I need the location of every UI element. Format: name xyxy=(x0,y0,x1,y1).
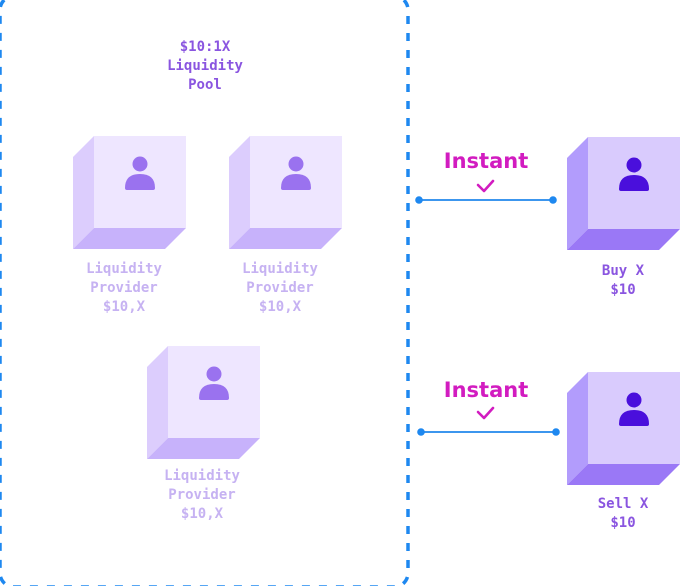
connector-dot-start xyxy=(415,196,423,204)
instant-label-buy: Instant xyxy=(443,149,529,173)
check-icon xyxy=(476,406,495,420)
pool-title-line: $10:1X xyxy=(179,39,231,55)
pool-title-line: Liquidity xyxy=(167,58,243,74)
user-icon-body xyxy=(125,174,155,190)
trade-amount: $10 xyxy=(610,515,636,531)
cube-side-face xyxy=(567,137,588,250)
provider-role: Liquidity xyxy=(86,261,162,277)
cube-bottom-face xyxy=(567,229,680,250)
pool-title-line: Pool xyxy=(188,77,222,93)
trade-action: Sell X xyxy=(597,496,649,512)
cube-side-face xyxy=(73,136,94,249)
cube-bottom-face xyxy=(147,438,260,459)
user-icon xyxy=(619,392,649,426)
cube-side-face xyxy=(229,136,250,249)
user-icon-head xyxy=(206,366,222,382)
instant-label-sell: Instant xyxy=(443,378,529,402)
trade-action: Buy X xyxy=(601,263,645,279)
provider-cube-1 xyxy=(73,136,186,249)
provider-role: Provider xyxy=(246,280,314,296)
cube-side-face xyxy=(567,372,588,485)
trader-cube-sell xyxy=(567,372,680,485)
liquidity-pool-boundary xyxy=(0,0,410,586)
provider-cube-3 xyxy=(147,346,260,459)
trade-amount: $10 xyxy=(610,282,636,298)
check-icon xyxy=(476,179,495,193)
cube-bottom-face xyxy=(73,228,186,249)
provider-role: Provider xyxy=(90,280,158,296)
connector-dot-end xyxy=(549,196,557,204)
connector-dot-end xyxy=(552,428,560,436)
provider-role: Liquidity xyxy=(242,261,318,277)
provider-holding: $10,X xyxy=(258,299,302,315)
connector-sell xyxy=(417,406,560,436)
user-icon-body xyxy=(199,384,229,400)
connector-dot-start xyxy=(417,428,425,436)
provider-holding: $10,X xyxy=(102,299,146,315)
user-icon-body xyxy=(619,175,649,191)
provider-role: Liquidity xyxy=(164,468,240,484)
provider-label-1: Liquidity Provider $10,X xyxy=(86,260,162,317)
connector-buy xyxy=(415,179,557,204)
user-icon-body xyxy=(619,410,649,426)
provider-cube-2 xyxy=(229,136,342,249)
user-icon-head xyxy=(626,392,642,408)
cube-bottom-face xyxy=(229,228,342,249)
user-icon-head xyxy=(288,156,304,172)
provider-holding: $10,X xyxy=(180,506,224,522)
trader-cube-buy xyxy=(567,137,680,250)
cube-bottom-face xyxy=(567,464,680,485)
sell-label: Sell X $10 xyxy=(598,495,649,533)
provider-role: Provider xyxy=(168,487,236,503)
user-icon xyxy=(199,366,229,400)
provider-label-3: Liquidity Provider $10,X xyxy=(164,467,240,524)
pool-title: $10:1X Liquidity Pool xyxy=(167,38,243,95)
user-icon-head xyxy=(626,157,642,173)
buy-label: Buy X $10 xyxy=(602,262,644,300)
cube-side-face xyxy=(147,346,168,459)
user-icon-body xyxy=(281,174,311,190)
provider-label-2: Liquidity Provider $10,X xyxy=(242,260,318,317)
user-icon-head xyxy=(132,156,148,172)
user-icon xyxy=(281,156,311,190)
user-icon xyxy=(619,157,649,191)
user-icon xyxy=(125,156,155,190)
